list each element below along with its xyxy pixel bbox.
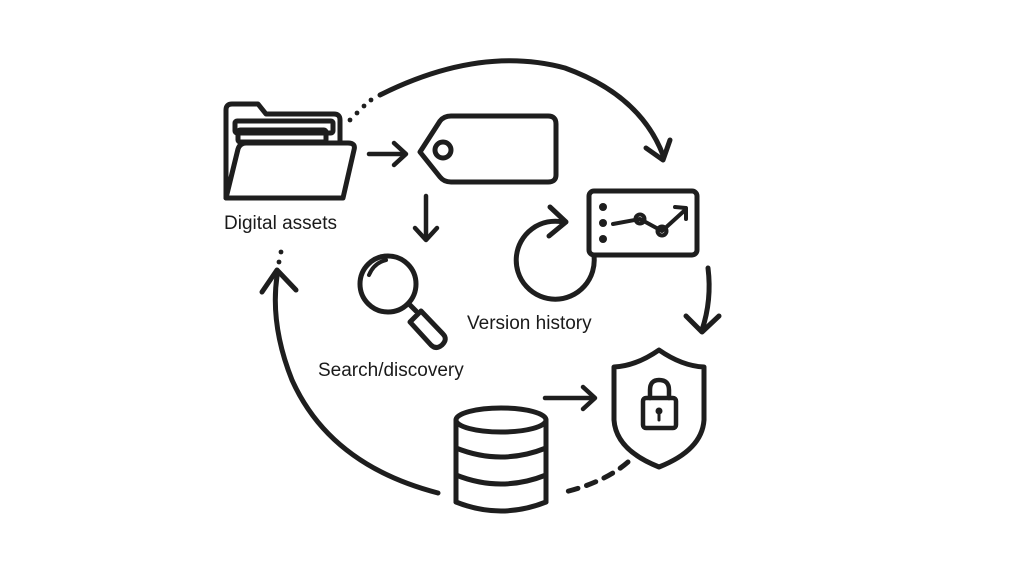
left-dotted-arc <box>276 249 284 265</box>
left-arc <box>272 273 441 496</box>
top-arc <box>377 58 666 158</box>
top-arc-arrowhead <box>643 137 673 163</box>
database-icon <box>453 405 549 514</box>
left-arc-arrowhead <box>259 267 299 295</box>
right-arc <box>699 265 712 333</box>
refresh-icon <box>513 204 597 302</box>
search-discovery-label: Search/discovery <box>318 360 464 381</box>
arrow-folder-to-tag <box>366 140 409 168</box>
cycle-arcs <box>259 58 722 496</box>
magnifier-icon <box>357 253 448 350</box>
tag-icon <box>417 113 559 185</box>
shield-lock-icon <box>611 347 707 470</box>
folder-icon <box>223 101 357 201</box>
arrow-tag-to-search <box>412 193 440 243</box>
arrow-database-to-shield <box>542 384 598 412</box>
top-dotted-arc <box>347 97 374 123</box>
chart-panel-icon <box>586 188 700 258</box>
right-arc-arrowhead <box>683 313 722 335</box>
bottom-right-dashed-arc <box>562 459 631 495</box>
digital-assets-label: Digital assets <box>224 213 337 234</box>
version-history-label: Version history <box>467 313 592 334</box>
